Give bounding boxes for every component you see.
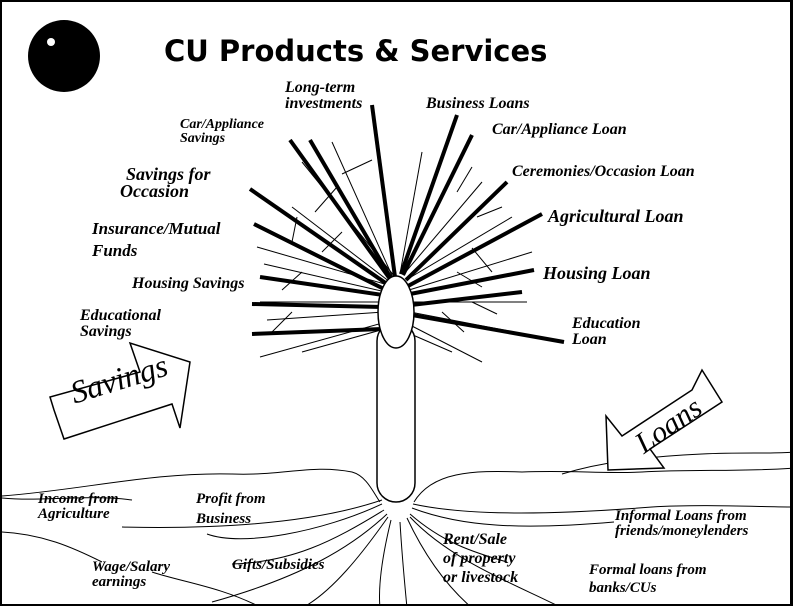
label-ceremonies-occasion-loan: Ceremonies/Occasion Loan [512, 163, 695, 180]
label-agricultural-loan: Agricultural Loan [548, 206, 684, 226]
label-car-appliance-loan: Car/Appliance Loan [492, 121, 627, 138]
slide-title: CU Products & Services [164, 34, 548, 68]
loans-arrow-shape [605, 368, 724, 471]
trunk [376, 275, 416, 503]
thin-branches [256, 141, 533, 363]
roots [2, 499, 790, 604]
thick-branches [248, 104, 565, 344]
label-housing-loan: Housing Loan [543, 263, 651, 283]
ground-lines [2, 451, 790, 503]
label-business-loans: Business Loans [426, 95, 530, 112]
bullet-point [28, 20, 100, 92]
label-gifts-subsidies: Gifts/Subsidies [232, 557, 325, 573]
savings-arrow-shape [49, 341, 191, 440]
label-housing-savings: Housing Savings [132, 275, 245, 292]
